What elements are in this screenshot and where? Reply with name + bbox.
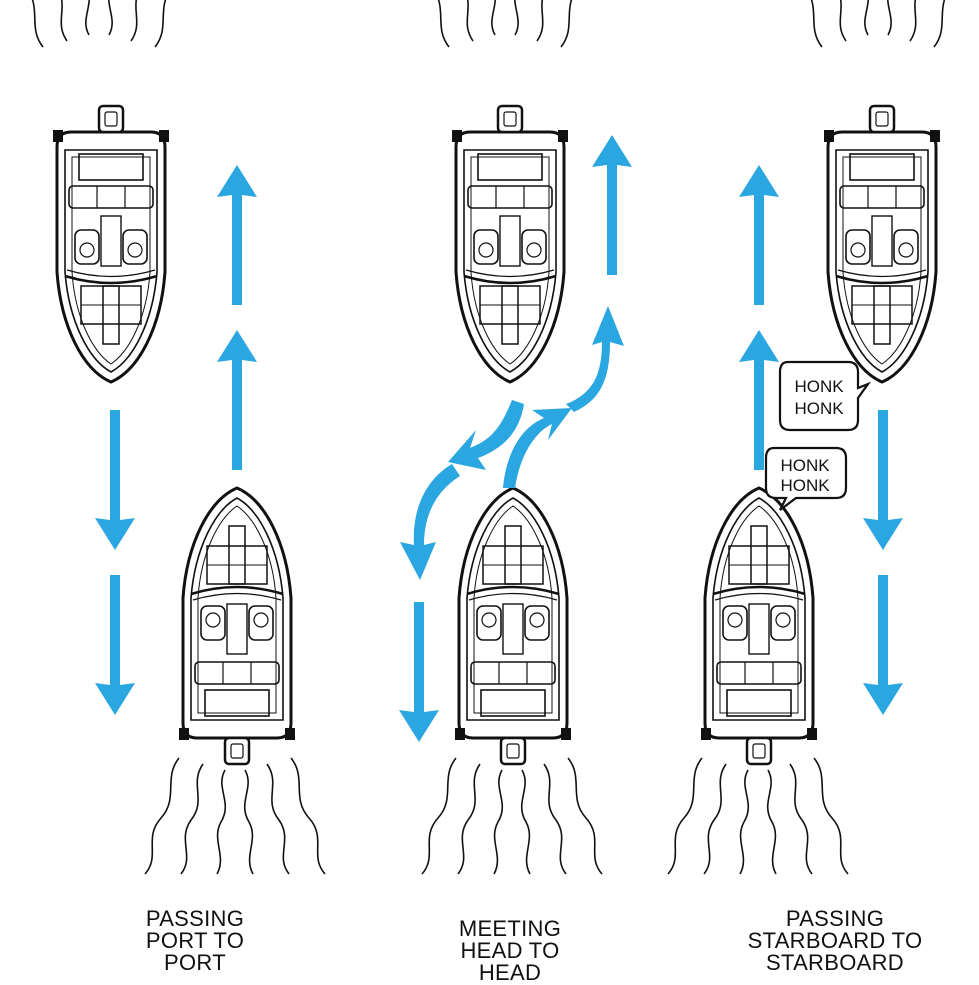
panel-port-to-port bbox=[9, 0, 325, 874]
boat-icon bbox=[668, 488, 848, 874]
horn-label: HONK bbox=[794, 377, 844, 396]
boat-icon bbox=[422, 488, 602, 874]
horn-label: HONK bbox=[794, 399, 844, 418]
caption-line: HEAD TO bbox=[420, 940, 600, 962]
caption-line: PASSING bbox=[720, 908, 950, 930]
caption-port-to-port: PASSING PORT TO PORT bbox=[105, 908, 285, 974]
caption-starboard-to-starboard: PASSING STARBOARD TO STARBOARD bbox=[720, 908, 950, 974]
speech-bubble-icon: HONK HONK bbox=[780, 362, 868, 430]
caption-line: HEAD bbox=[420, 962, 600, 984]
boat-icon bbox=[9, 0, 189, 382]
boat-icon bbox=[788, 0, 968, 382]
caption-line: STARBOARD TO bbox=[720, 930, 950, 952]
caption-line: STARBOARD bbox=[720, 952, 950, 974]
horn-label: HONK bbox=[780, 476, 830, 495]
panel-head-to-head bbox=[399, 0, 632, 874]
horn-label: HONK bbox=[780, 456, 830, 475]
caption-line: PORT TO bbox=[105, 930, 285, 952]
boat-icon bbox=[415, 0, 595, 382]
caption-head-to-head: MEETING HEAD TO HEAD bbox=[420, 918, 600, 984]
boat-icon bbox=[145, 488, 325, 874]
caption-line: MEETING bbox=[420, 918, 600, 940]
caption-line: PASSING bbox=[105, 908, 285, 930]
panel-starboard-to-starboard: HONK HONK HONK HONK bbox=[668, 0, 968, 874]
caption-line: PORT bbox=[105, 952, 285, 974]
